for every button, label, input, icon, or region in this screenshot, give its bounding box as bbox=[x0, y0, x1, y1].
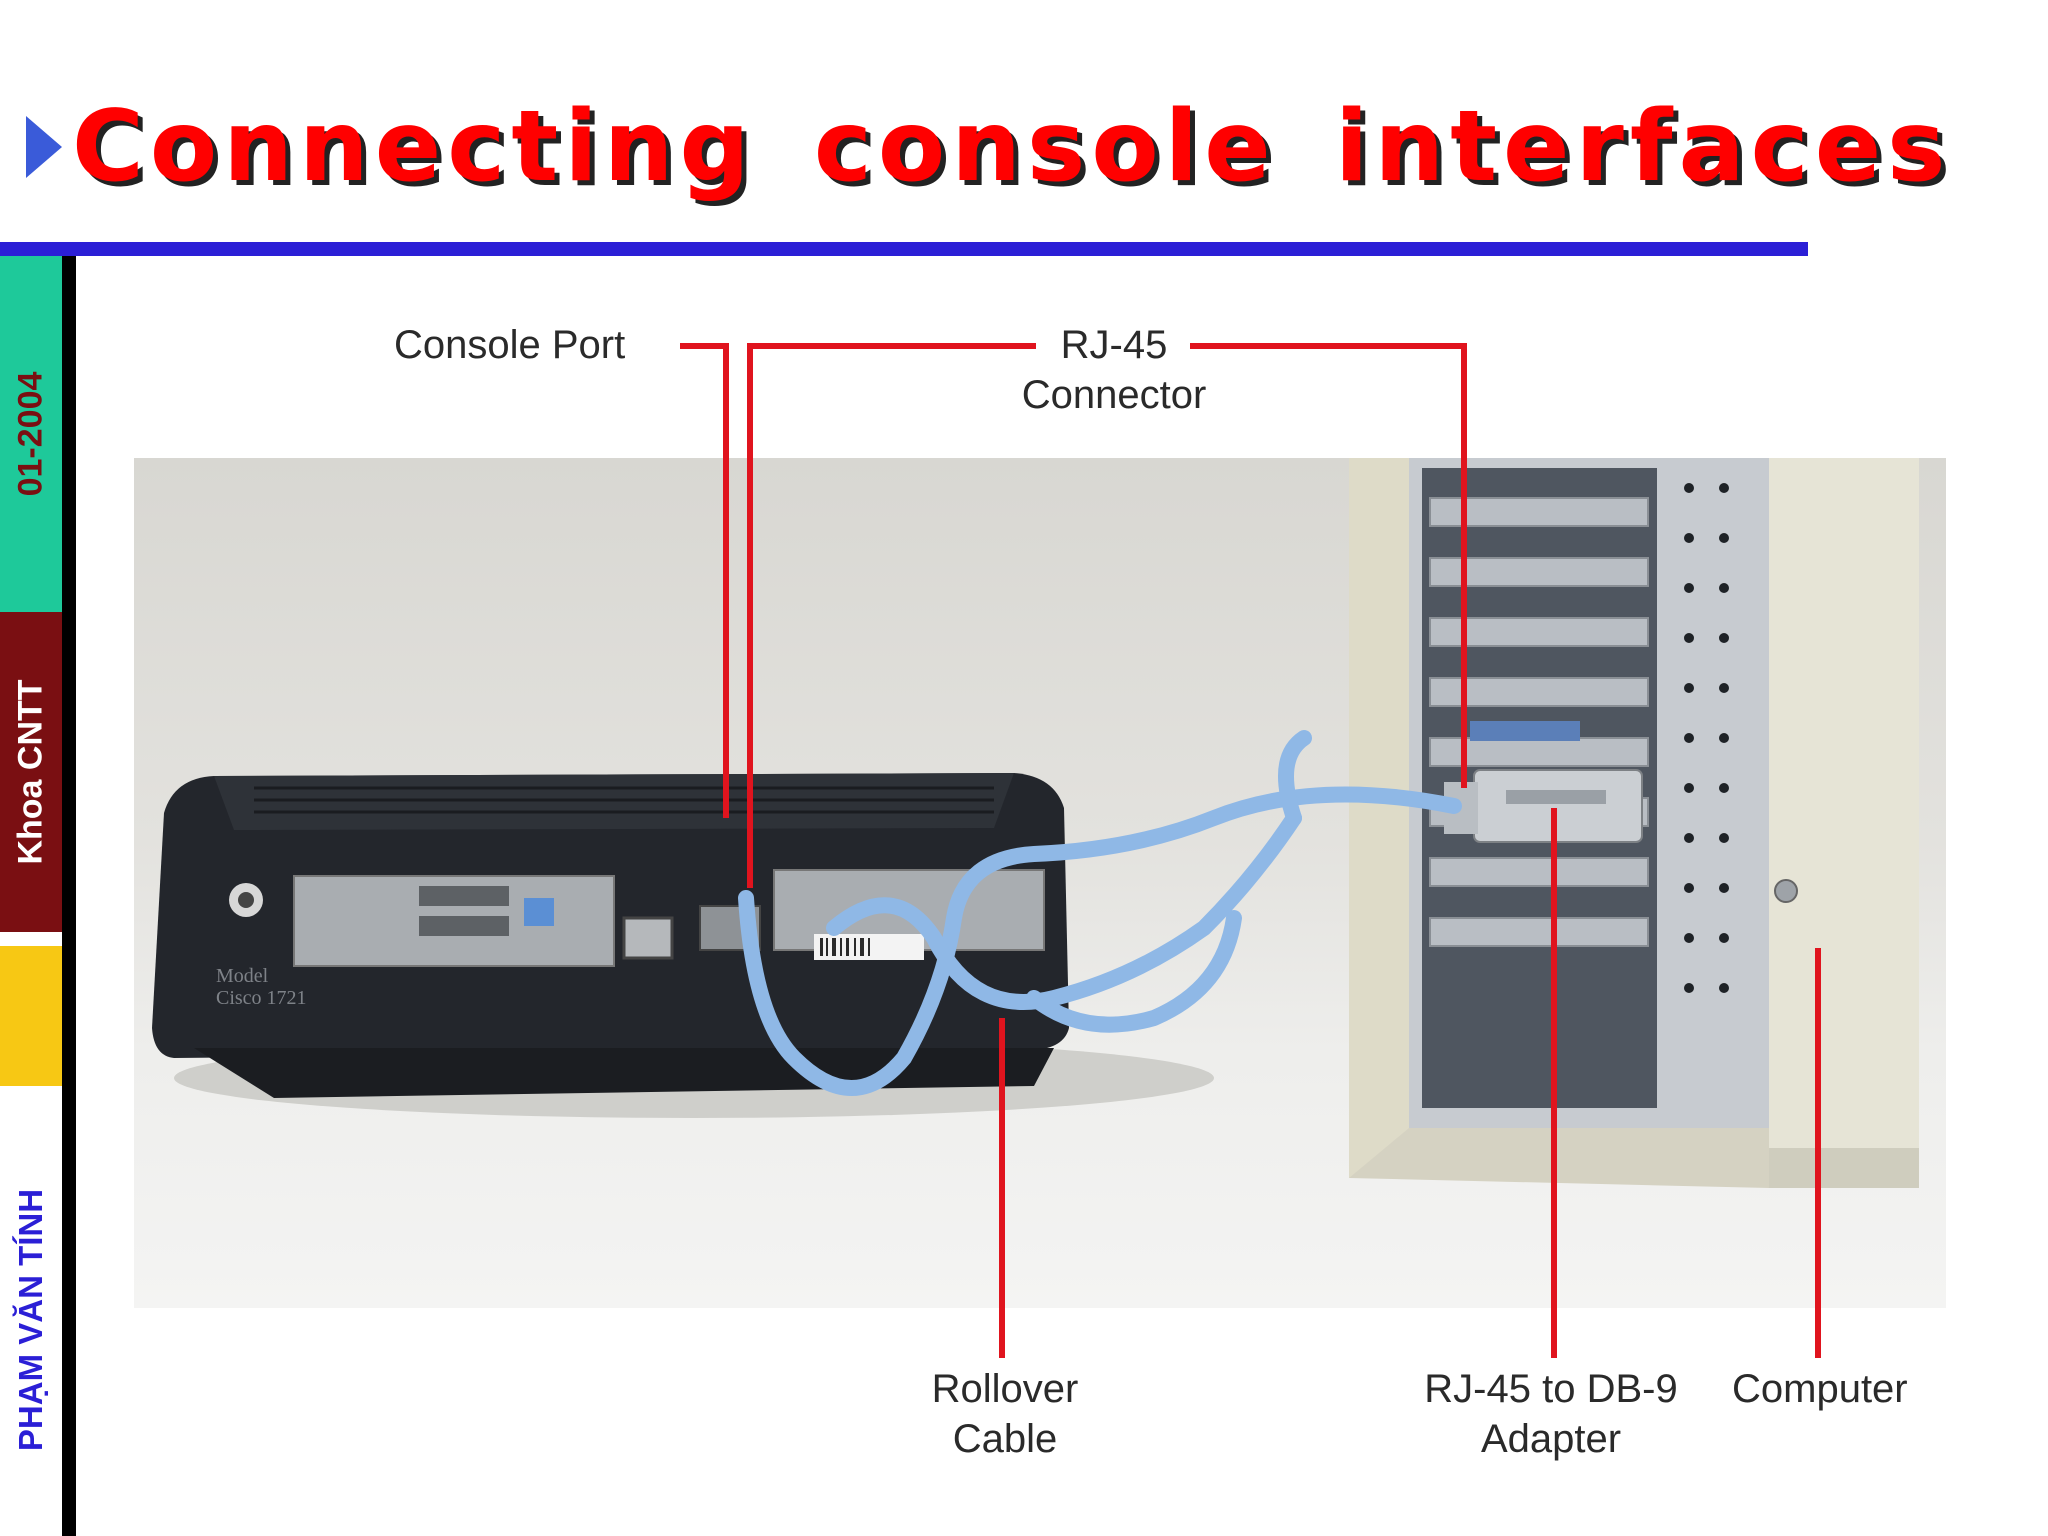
sidebar-gap bbox=[0, 1086, 62, 1104]
sidebar-divider-line bbox=[62, 256, 76, 1536]
sidebar-date: 01-2004 bbox=[11, 371, 50, 497]
sidebar-author: PHẠM VĂN TÍNH bbox=[12, 1188, 49, 1452]
label-rollover-line1: Rollover bbox=[931, 1367, 1079, 1411]
label-rj45-connector: RJ-45 Connector bbox=[1000, 320, 1228, 420]
sidebar-department-block: Khoa CNTT bbox=[0, 612, 62, 932]
sidebar-author-block: PHẠM VĂN TÍNH bbox=[0, 1104, 62, 1536]
callout-rj45-right bbox=[1190, 343, 1467, 458]
slide-title: Connecting console interfaces bbox=[72, 90, 1952, 204]
console-connection-photo: Model Cisco 1721 bbox=[134, 458, 1946, 1308]
sidebar-gap bbox=[0, 932, 62, 946]
callout-console-port bbox=[680, 343, 729, 458]
parallel-port bbox=[1470, 721, 1580, 741]
title-bullet-arrow-icon bbox=[26, 116, 62, 178]
callout-rj45-left bbox=[747, 343, 1036, 458]
callout-lines bbox=[723, 458, 1821, 1308]
label-rollover-line2: Cable bbox=[952, 1417, 1058, 1461]
router-model-label: Model bbox=[216, 965, 269, 987]
title-divider bbox=[0, 242, 1808, 256]
label-adapter-line1: RJ-45 to DB-9 bbox=[1424, 1367, 1678, 1411]
ethernet-port bbox=[622, 916, 674, 960]
sidebar: 01-2004 Khoa CNTT PHẠM VĂN TÍNH bbox=[0, 256, 62, 1536]
label-computer: Computer bbox=[1732, 1367, 1908, 1411]
label-adapter-line2: Adapter bbox=[1480, 1417, 1622, 1461]
photo-illustration: Model Cisco 1721 bbox=[152, 458, 1919, 1308]
rj45-db9-adapter bbox=[1444, 769, 1643, 843]
label-console-port: Console Port bbox=[394, 323, 626, 367]
rollover-cable bbox=[738, 730, 1462, 1096]
sidebar-department: Khoa CNTT bbox=[11, 679, 50, 865]
sidebar-date-block: 01-2004 bbox=[0, 256, 62, 612]
sidebar-accent-block bbox=[0, 946, 62, 1086]
label-rj45-line2: Connector bbox=[1021, 373, 1207, 417]
label-rollover-cable: Rollover Cable bbox=[900, 1364, 1110, 1464]
label-rj45-db9-adapter: RJ-45 to DB-9 Adapter bbox=[1396, 1364, 1706, 1464]
router: Model Cisco 1721 bbox=[152, 773, 1069, 1098]
label-rj45-line1: RJ-45 bbox=[1060, 323, 1168, 367]
router-model-name: Cisco 1721 bbox=[216, 987, 307, 1009]
